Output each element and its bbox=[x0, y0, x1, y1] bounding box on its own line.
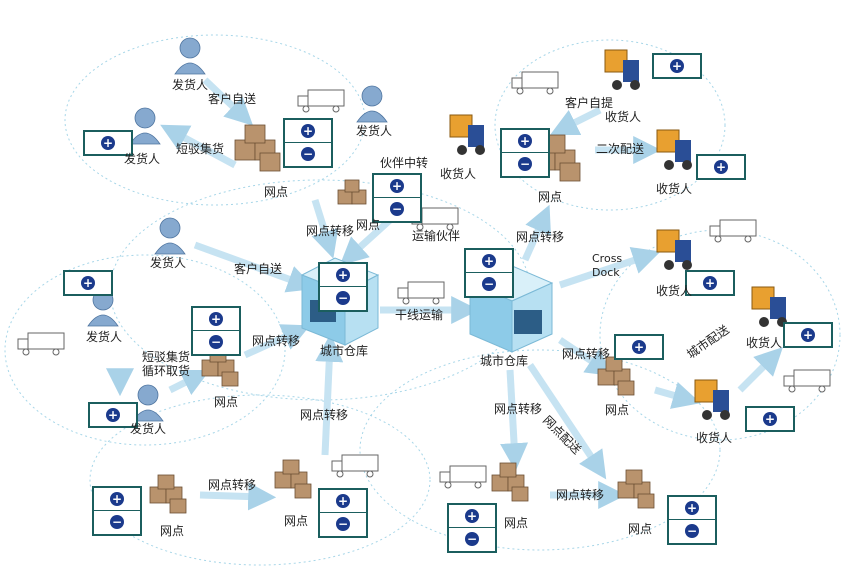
label: 收货人 bbox=[656, 182, 693, 196]
label: 短驳集货 bbox=[142, 350, 191, 364]
label: 收货人 bbox=[605, 110, 642, 124]
label: 发货人 bbox=[356, 124, 393, 138]
plus-minus-counter[interactable]: +− bbox=[372, 173, 422, 223]
plus-minus-counter[interactable]: +− bbox=[667, 495, 717, 545]
label: 循环取货 bbox=[142, 364, 191, 378]
label: 发货人 bbox=[130, 422, 167, 436]
label: 网点转移 bbox=[494, 402, 543, 416]
plus-counter[interactable]: + bbox=[63, 270, 113, 296]
label: 网点 bbox=[628, 522, 653, 536]
person-icons bbox=[87, 37, 388, 422]
label: 短驳集货 bbox=[176, 142, 225, 156]
label: Cross Dock bbox=[592, 252, 623, 279]
label: 网点转移 bbox=[556, 488, 605, 502]
plus-counter[interactable]: + bbox=[614, 334, 664, 360]
plus-minus-counter[interactable]: +− bbox=[283, 118, 333, 168]
label: 收货人 bbox=[746, 336, 783, 350]
label: 发货人 bbox=[86, 330, 123, 344]
flow-arrows bbox=[106, 77, 783, 511]
label: 网点 bbox=[214, 395, 239, 409]
label: 网点 bbox=[504, 516, 529, 530]
plus-minus-counter[interactable]: +− bbox=[464, 248, 514, 298]
plus-minus-counter[interactable]: +− bbox=[500, 128, 550, 178]
label: 发货人 bbox=[124, 152, 161, 166]
label: 网点转移 bbox=[306, 224, 355, 238]
forklift-icons bbox=[449, 49, 787, 420]
plus-counter[interactable]: + bbox=[652, 53, 702, 79]
label: 网点 bbox=[538, 190, 563, 204]
label: 网点 bbox=[160, 524, 185, 538]
label: 客户自提 bbox=[565, 96, 614, 110]
label: 网点转移 bbox=[252, 334, 301, 348]
plus-counter[interactable]: + bbox=[696, 154, 746, 180]
label: 网点 bbox=[605, 403, 630, 417]
label: 网点 bbox=[264, 185, 289, 199]
label: 收货人 bbox=[696, 431, 733, 445]
plus-counter[interactable]: + bbox=[88, 402, 138, 428]
label: 客户自送 bbox=[208, 92, 257, 106]
plus-counter[interactable]: + bbox=[685, 270, 735, 296]
label: 客户自送 bbox=[234, 262, 283, 276]
plus-counter[interactable]: + bbox=[745, 406, 795, 432]
boxes-icons bbox=[149, 124, 655, 514]
label: 收货人 bbox=[440, 167, 477, 181]
plus-minus-counter[interactable]: +− bbox=[92, 486, 142, 536]
label: 城市仓库 bbox=[320, 344, 369, 358]
plus-minus-counter[interactable]: +− bbox=[447, 503, 497, 553]
plus-counter[interactable]: + bbox=[783, 322, 833, 348]
truck-icons bbox=[17, 71, 831, 489]
label: 网点 bbox=[284, 514, 309, 528]
label: 伙伴中转 bbox=[380, 156, 429, 170]
label: 发货人 bbox=[150, 256, 187, 270]
label: 运输伙伴 bbox=[412, 229, 461, 243]
plus-minus-counter[interactable]: +− bbox=[318, 262, 368, 312]
label: 网点转移 bbox=[516, 230, 565, 244]
label: 网点转移 bbox=[208, 478, 257, 492]
plus-minus-counter[interactable]: +− bbox=[318, 488, 368, 538]
label: 网点转移 bbox=[300, 408, 349, 422]
label: 收货人 bbox=[656, 284, 693, 298]
label: 二次配送 bbox=[596, 142, 645, 156]
plus-minus-counter[interactable]: +− bbox=[191, 306, 241, 356]
plus-counter[interactable]: + bbox=[83, 130, 133, 156]
label: 网点 bbox=[356, 218, 381, 232]
label: 干线运输 bbox=[395, 308, 444, 322]
label: 发货人 bbox=[172, 78, 209, 92]
label: 网点转移 bbox=[562, 347, 611, 361]
label: 城市仓库 bbox=[480, 354, 529, 368]
